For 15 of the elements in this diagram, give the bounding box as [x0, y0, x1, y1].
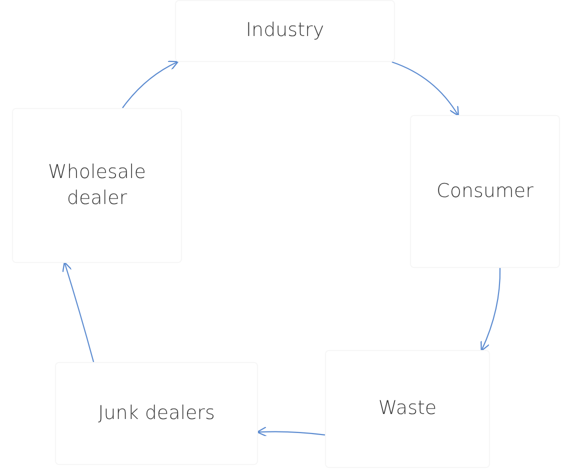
curved-arrow	[480, 268, 501, 352]
node-box	[12, 108, 182, 263]
node-label: Wholesale dealer	[47, 160, 147, 210]
curved-arrow	[256, 426, 326, 437]
node-label: Industry	[246, 18, 324, 44]
node-box	[55, 362, 258, 465]
node-box	[325, 350, 490, 468]
curved-arrow	[392, 61, 460, 116]
node-box	[410, 115, 560, 268]
curved-arrow	[122, 60, 179, 108]
node-label: Junk dealers	[98, 400, 215, 426]
node-label: Waste	[378, 396, 437, 422]
curved-arrow	[62, 262, 94, 362]
node-box	[175, 0, 395, 62]
node-label: Consumer	[436, 178, 534, 204]
